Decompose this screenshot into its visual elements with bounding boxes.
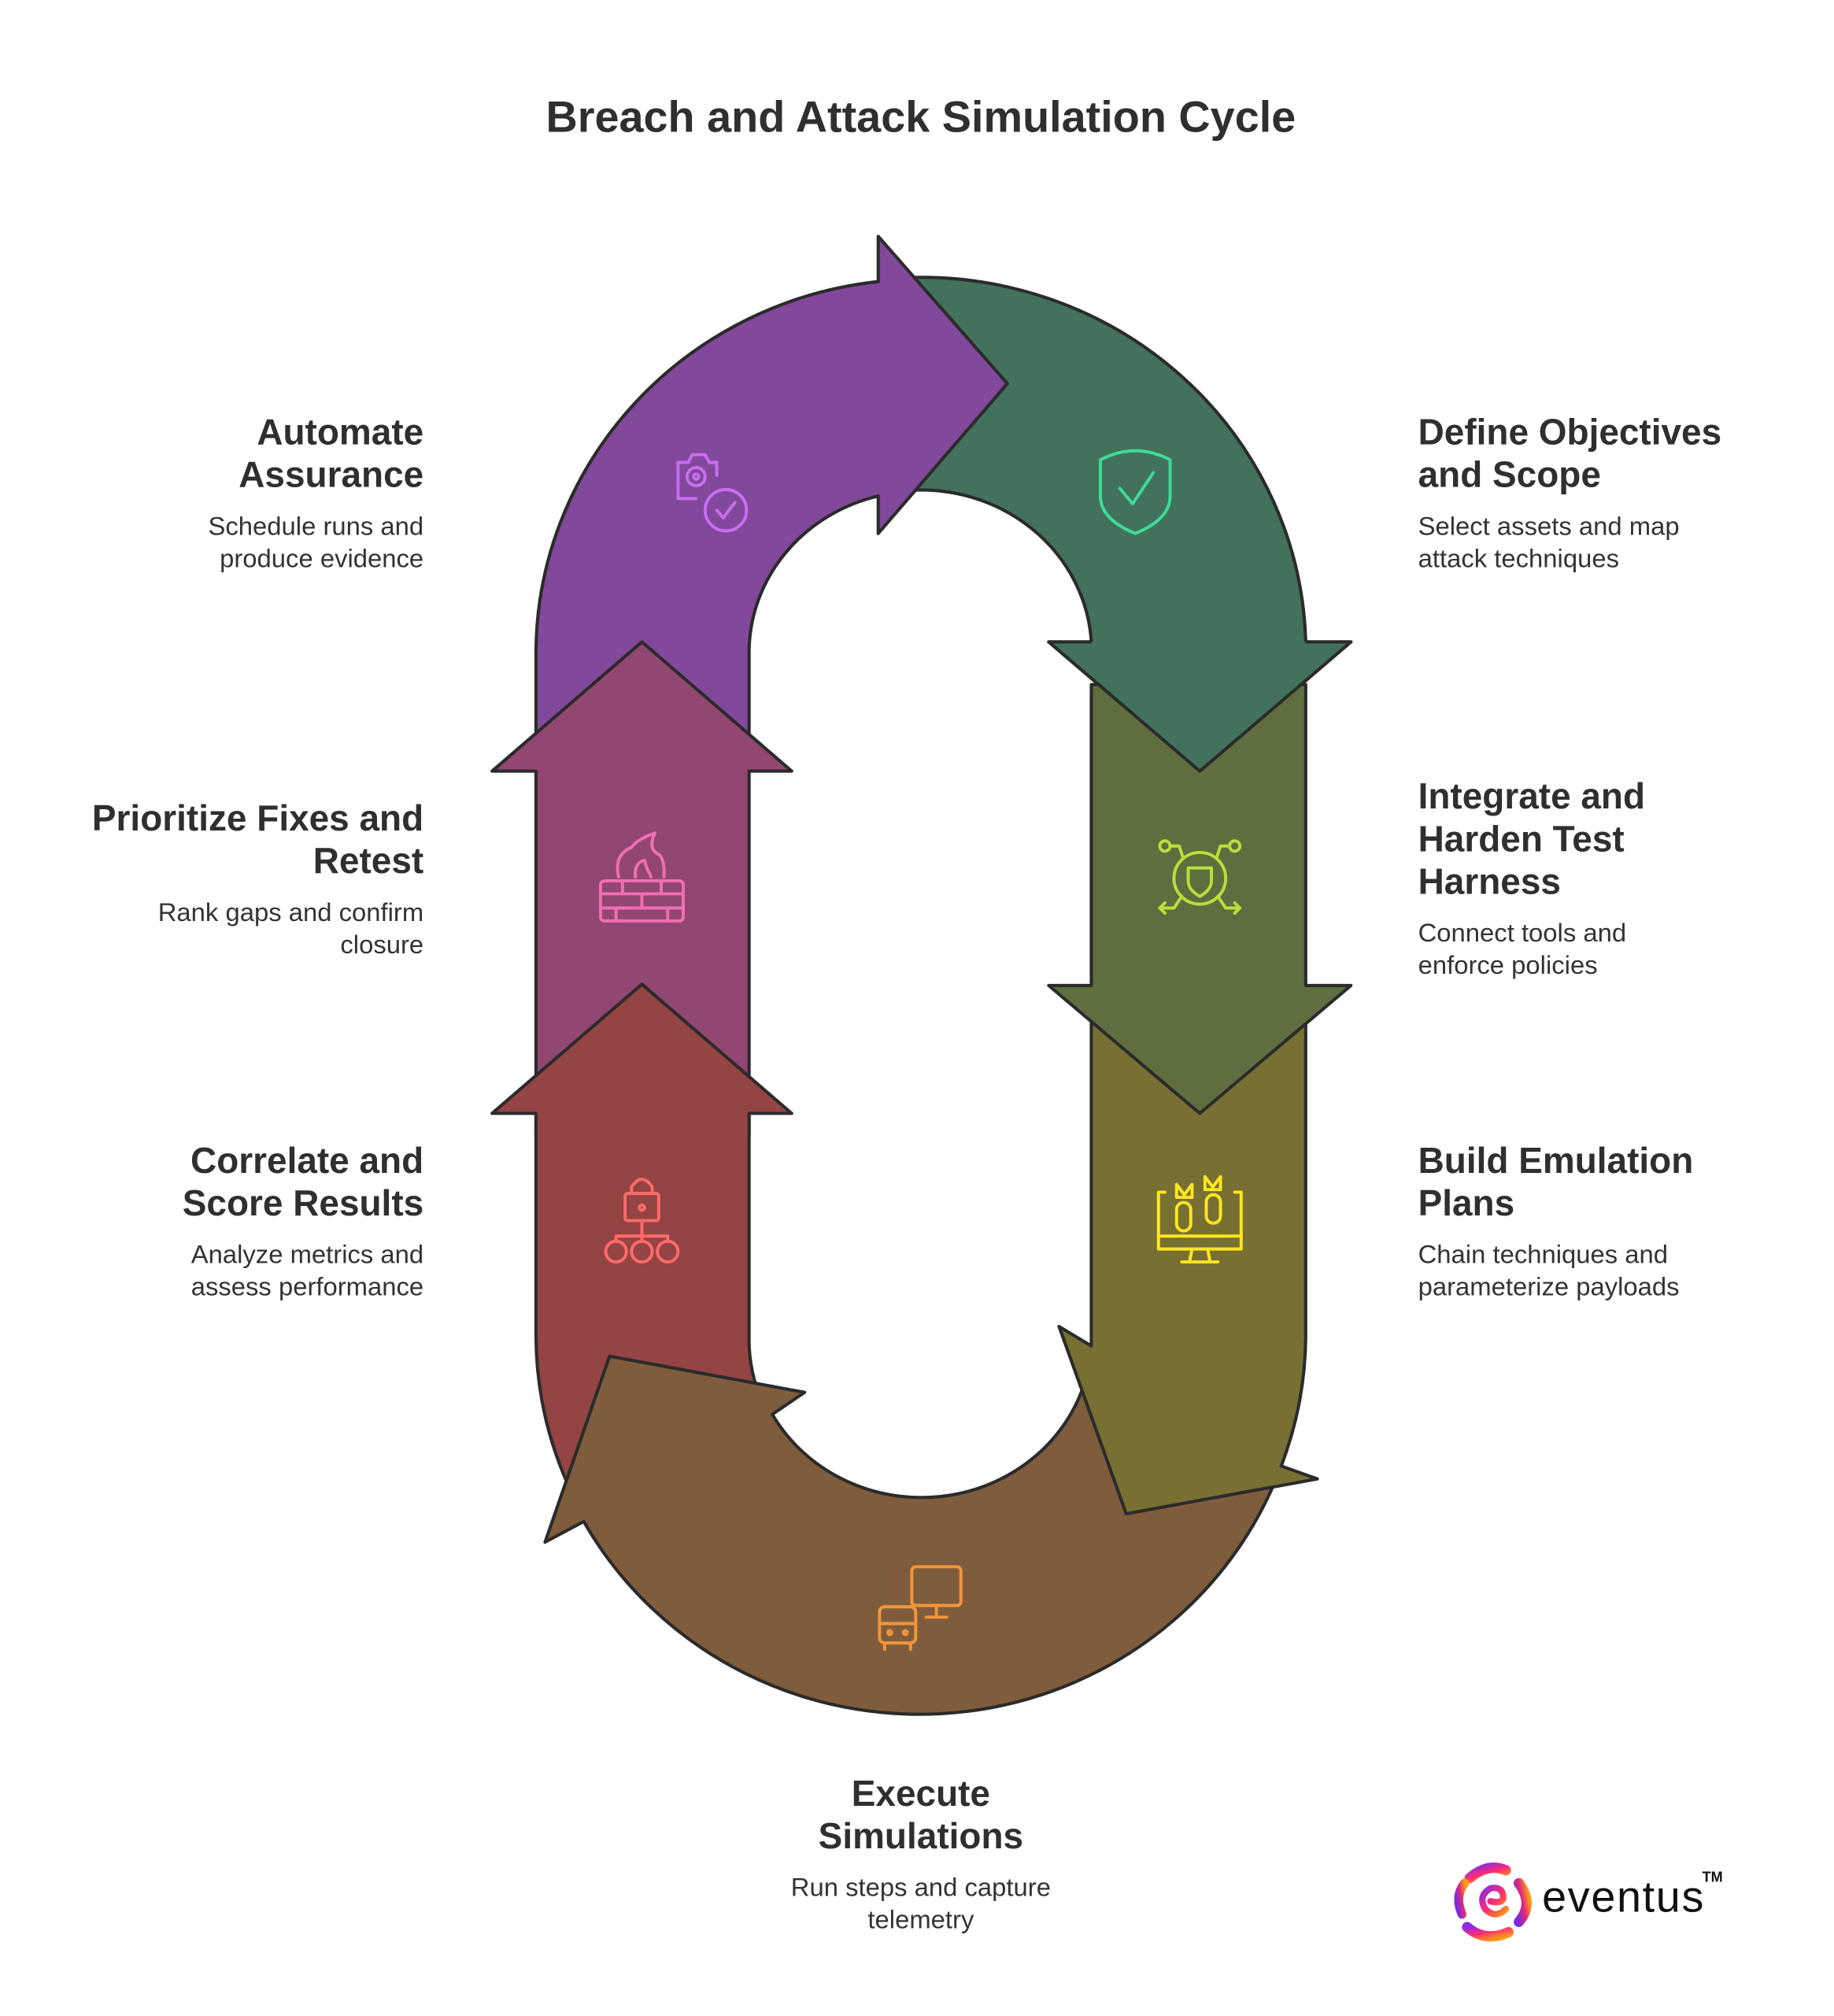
logo-wordmark: eventus (1542, 1873, 1706, 1922)
arrow-build-emulation (1057, 1019, 1319, 1516)
step-desc-line: Select assets and map (1418, 512, 1680, 542)
step-title-line: Retest (312, 841, 424, 882)
step-title-line: Execute (851, 1773, 991, 1814)
arrow-define-objectives-head (1048, 642, 1351, 771)
step-desc-line: attack techniques (1418, 545, 1619, 574)
step-title-line: Automate (257, 412, 424, 453)
shield-network-icon (1158, 839, 1242, 916)
step-desc-line: assess performance (190, 1273, 424, 1302)
step-desc-line: Connect tools and (1418, 919, 1627, 949)
step-desc-line: enforce policies (1418, 952, 1598, 981)
step-title-line: Integrate and (1418, 776, 1646, 816)
step-desc-line: Analyze metrics and (190, 1241, 424, 1270)
eventus-logo: eventus TM (1454, 1860, 1739, 1948)
step-title-line: and Scope (1418, 454, 1601, 495)
step-desc-line: closure (340, 931, 424, 960)
step-desc-line: Rank gaps and confirm (157, 898, 424, 928)
bus-monitor-icon (878, 1565, 963, 1652)
step-title-line: Harden Test (1418, 819, 1625, 860)
arrow-integrate-harden (1047, 682, 1353, 1115)
step-title-line: Harness (1418, 861, 1561, 902)
arrow-define-objectives-head-outline (1047, 640, 1353, 773)
step-desc-line: Chain techniques and (1418, 1241, 1669, 1270)
step-title-line: Correlate and (190, 1140, 424, 1181)
step-desc-line: Run steps and capture (790, 1874, 1051, 1903)
eventus-swirl-icon (1454, 1862, 1532, 1942)
lock-network-icon (604, 1178, 680, 1264)
step-desc-line: telemetry (867, 1906, 974, 1935)
logo-trademark: TM (1702, 1870, 1723, 1886)
step-desc-line: parameterize payloads (1418, 1273, 1680, 1302)
step-desc-line: Schedule runs and (208, 512, 424, 542)
step-title-line: Define Objectives (1418, 412, 1722, 453)
firewall-icon (599, 831, 685, 923)
camera-check-icon (676, 453, 749, 533)
shield-check-icon (1098, 449, 1172, 535)
step-title-line: Simulations (818, 1815, 1024, 1856)
step-title-line: Plans (1418, 1182, 1515, 1223)
step-desc-line: produce evidence (220, 545, 424, 574)
arrow-automate-assurance (534, 235, 1009, 751)
monitor-bombs-icon (1156, 1174, 1243, 1264)
step-title-line: Prioritize Fixes and (91, 798, 424, 838)
step-title-line: Score Results (182, 1182, 424, 1223)
diagram-title: Breach and Attack Simulation Cycle (545, 93, 1296, 142)
step-title-line: Build Emulation (1418, 1140, 1694, 1181)
step-title-line: Assurance (238, 454, 424, 495)
